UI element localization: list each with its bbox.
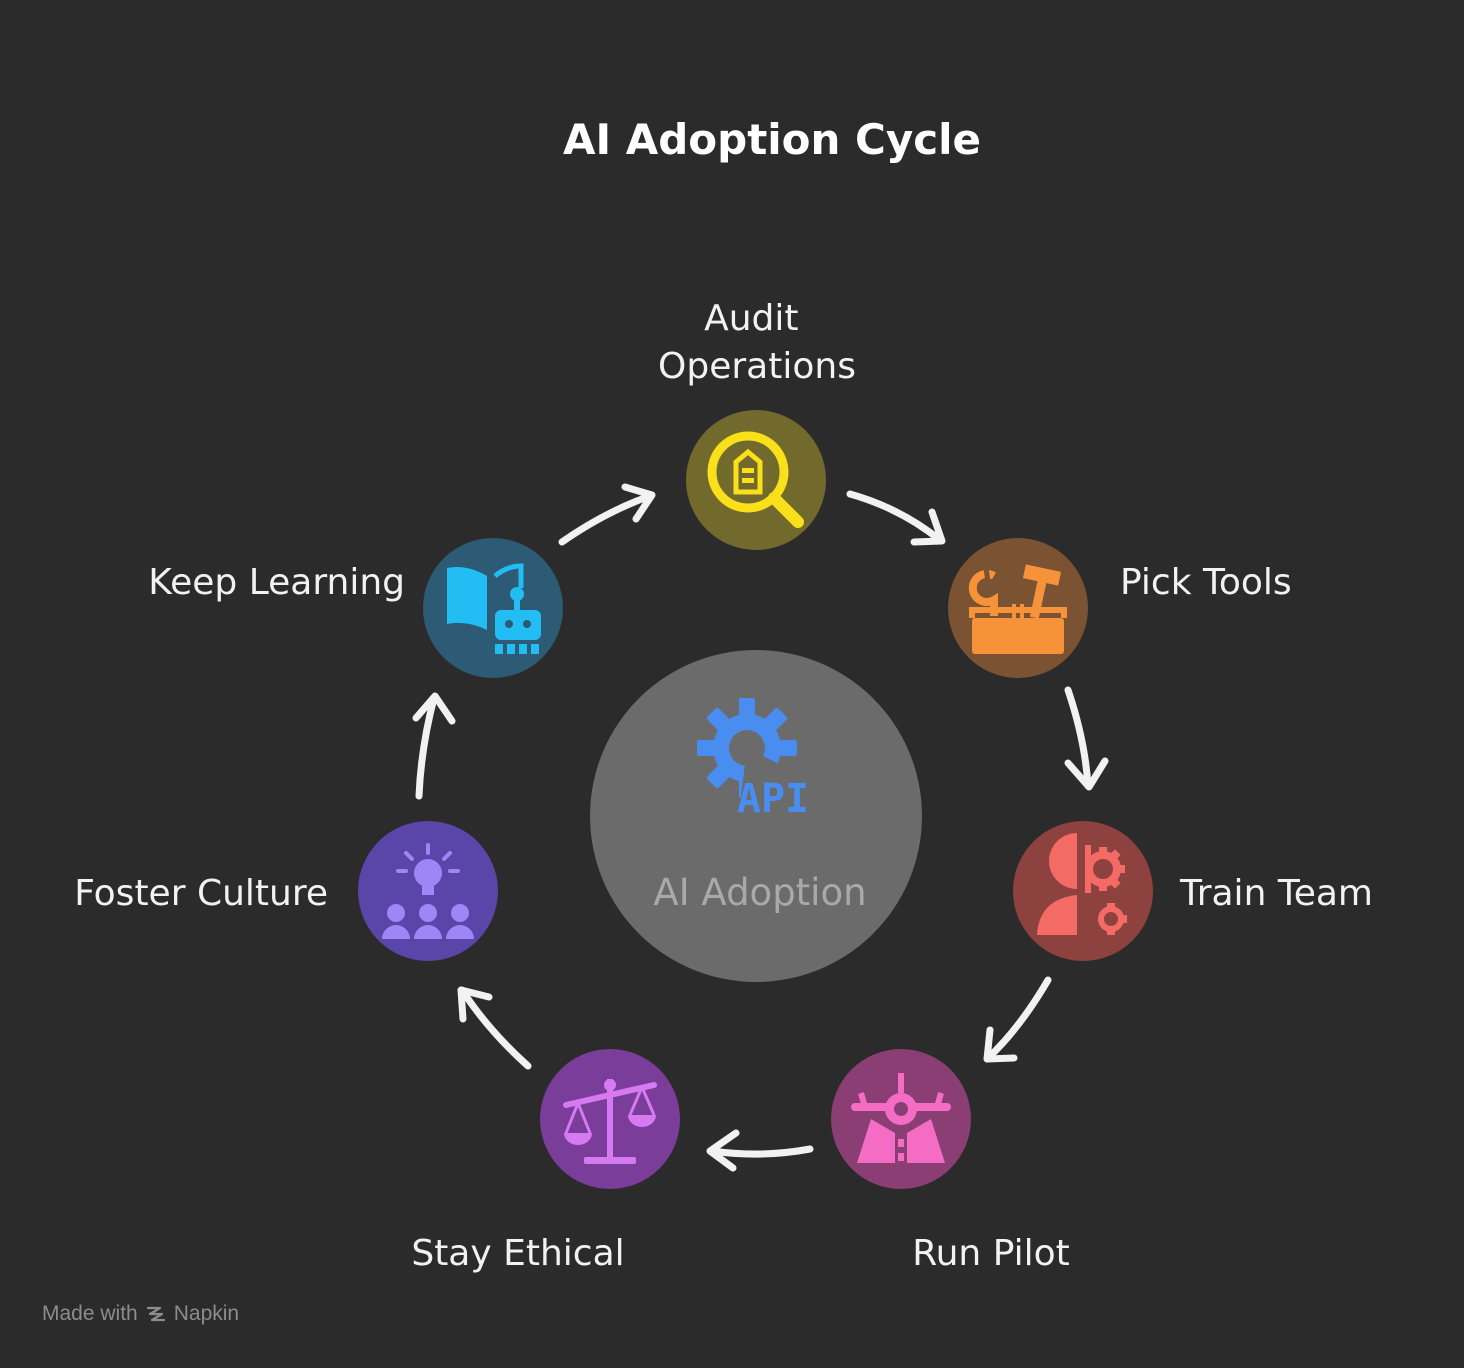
footer-prefix: Made with bbox=[42, 1302, 138, 1325]
step-stay-ethical: Stay Ethical bbox=[411, 1049, 680, 1274]
gear-api-icon: API bbox=[697, 698, 809, 828]
center-label: AI Adoption bbox=[653, 871, 866, 914]
arrow-keep-learning-to-audit bbox=[558, 483, 656, 546]
scales-icon bbox=[563, 1079, 657, 1164]
arrow-run-pilot-to-stay-ethical bbox=[706, 1129, 814, 1172]
step-label-stay-ethical: Stay Ethical bbox=[411, 1233, 624, 1274]
arrow-foster-culture-to-keep-learning bbox=[412, 692, 456, 800]
step-label-run-pilot: Run Pilot bbox=[912, 1233, 1070, 1274]
arrow-pick-tools-to-train-team bbox=[1064, 686, 1109, 791]
center-hub: API AI Adoption bbox=[590, 650, 922, 982]
napkin-logo-icon bbox=[146, 1306, 165, 1322]
arrow-train-team-to-run-pilot bbox=[983, 976, 1052, 1063]
step-run-pilot: Run Pilot bbox=[831, 1049, 1070, 1274]
diagram-title: AI Adoption Cycle bbox=[563, 115, 981, 164]
step-label-train-team: Train Team bbox=[1179, 873, 1373, 914]
step-circle-train-team bbox=[1013, 821, 1153, 961]
step-label-keep-learning: Keep Learning bbox=[148, 562, 405, 603]
person-gear-icon bbox=[1037, 833, 1127, 935]
magnifier-building-icon bbox=[707, 431, 804, 528]
step-train-team: Train Team bbox=[1013, 821, 1373, 961]
team-idea-icon bbox=[382, 843, 474, 939]
step-foster-culture: Foster Culture bbox=[74, 821, 498, 961]
step-audit: Audit Operations bbox=[658, 298, 856, 550]
step-keep-learning: Keep Learning bbox=[148, 538, 563, 678]
footer-brand: Napkin bbox=[173, 1302, 240, 1325]
toolbox-icon bbox=[968, 564, 1067, 654]
api-icon-text: API bbox=[737, 776, 809, 822]
step-label-foster-culture: Foster Culture bbox=[74, 873, 328, 914]
arrow-audit-to-pick-tools bbox=[846, 490, 946, 546]
step-label-pick-tools: Pick Tools bbox=[1120, 562, 1292, 603]
airplane-runway-icon bbox=[851, 1073, 951, 1163]
arrows bbox=[412, 483, 1109, 1172]
step-pick-tools: Pick Tools bbox=[948, 538, 1292, 678]
footer-credit: Made with Napkin bbox=[42, 1302, 239, 1326]
book-robot-icon bbox=[447, 563, 541, 654]
step-circle-keep-learning bbox=[423, 538, 563, 678]
step-label-audit: Audit Operations bbox=[658, 298, 856, 387]
step-circle-audit bbox=[686, 410, 826, 550]
arrow-stay-ethical-to-foster-culture bbox=[457, 986, 532, 1070]
